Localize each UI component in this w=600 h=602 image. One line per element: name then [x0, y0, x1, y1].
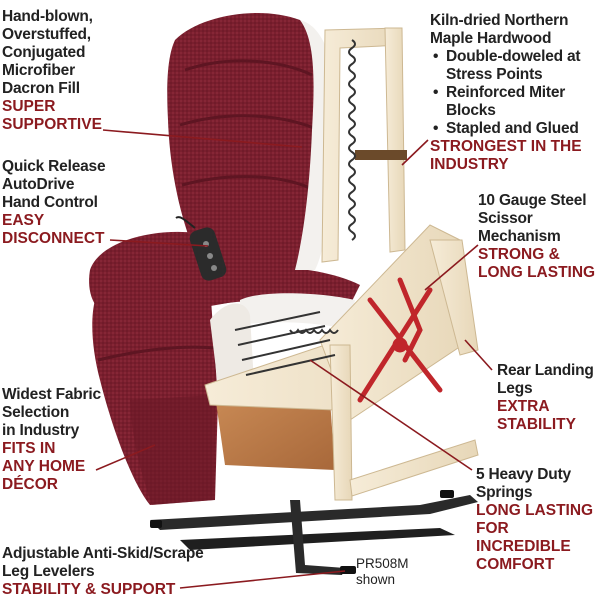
control-line: Quick Release	[2, 158, 106, 175]
callout-legs: Rear Landing Legs EXTRA STABILITY	[497, 362, 594, 434]
springs-line: 5 Heavy Duty	[476, 466, 571, 483]
fabric-line: Selection	[2, 404, 70, 421]
fill-line: Conjugated	[2, 44, 86, 61]
coil-springs	[234, 39, 356, 376]
control-line: AutoDrive	[2, 176, 75, 193]
legs-line: Legs	[497, 380, 533, 397]
fabric-line: Widest Fabric	[2, 386, 101, 403]
callout-fabric: Widest Fabric Selection in Industry FITS…	[2, 386, 101, 494]
frame-highlight: STRONGEST IN THE	[430, 138, 582, 155]
frame-bullet: Stapled and Glued	[430, 120, 582, 138]
callout-springs: 5 Heavy Duty Springs LONG LASTING FOR IN…	[476, 466, 593, 574]
frame-bullet-cont: Blocks	[446, 102, 496, 119]
callout-hand-control: Quick Release AutoDrive Hand Control EAS…	[2, 158, 106, 248]
fill-line: Dacron Fill	[2, 80, 80, 97]
scissor-highlight: LONG LASTING	[478, 264, 596, 281]
springs-highlight: FOR	[476, 520, 509, 537]
frame-bullet-cont: Stress Points	[446, 66, 543, 83]
frame-highlight: INDUSTRY	[430, 156, 509, 173]
frame-bullet: Reinforced Miter	[430, 84, 582, 102]
fabric-highlight: FITS IN	[2, 440, 56, 457]
springs-line: Springs	[476, 484, 533, 501]
levelers-highlight: STABILITY & SUPPORT	[2, 581, 176, 598]
model-label: PR508M shown	[356, 556, 409, 588]
legs-highlight: STABILITY	[497, 416, 576, 433]
fill-line: Microfiber	[2, 62, 75, 79]
hand-control	[175, 216, 227, 281]
control-highlight: DISCONNECT	[2, 230, 105, 247]
scissor-mechanism	[357, 277, 443, 403]
scissor-line: 10 Gauge Steel	[478, 192, 587, 209]
callout-levelers: Adjustable Anti-Skid/Scrape Leg Levelers…	[2, 545, 204, 599]
control-line: Hand Control	[2, 194, 98, 211]
callout-frame: Kiln-dried Northern Maple Hardwood Doubl…	[430, 12, 582, 174]
fabric-line: in Industry	[2, 422, 80, 439]
callout-scissor: 10 Gauge Steel Scissor Mechanism STRONG …	[478, 192, 595, 282]
frame-line: Kiln-dried Northern	[430, 12, 569, 29]
legs-line: Rear Landing	[497, 362, 594, 379]
fill-line: Hand-blown,	[2, 8, 93, 25]
steel-base	[150, 490, 478, 575]
levelers-line: Adjustable Anti-Skid/Scrape	[2, 545, 204, 562]
frame-line: Maple Hardwood	[430, 30, 552, 47]
scissor-line: Scissor	[478, 210, 533, 227]
springs-highlight: INCREDIBLE	[476, 538, 571, 555]
fill-highlight: SUPPORTIVE	[2, 116, 102, 133]
springs-highlight: LONG LASTING	[476, 502, 594, 519]
levelers-line: Leg Levelers	[2, 563, 95, 580]
callout-fill: Hand-blown, Overstuffed, Conjugated Micr…	[2, 8, 102, 134]
fill-line: Overstuffed,	[2, 26, 91, 43]
springs-highlight: COMFORT	[476, 556, 555, 573]
control-highlight: EASY	[2, 212, 45, 229]
scissor-highlight: STRONG &	[478, 246, 560, 263]
frame-bullet: Double-doweled at	[430, 48, 582, 66]
fabric-highlight: ANY HOME	[2, 458, 86, 475]
legs-highlight: EXTRA	[497, 398, 550, 415]
model-caption: shown	[356, 572, 396, 587]
model-code: PR508M	[356, 556, 409, 571]
fabric-highlight: DÉCOR	[2, 476, 58, 493]
leader-lines	[95, 129, 493, 589]
fill-highlight: SUPER	[2, 98, 56, 115]
scissor-line: Mechanism	[478, 228, 561, 245]
